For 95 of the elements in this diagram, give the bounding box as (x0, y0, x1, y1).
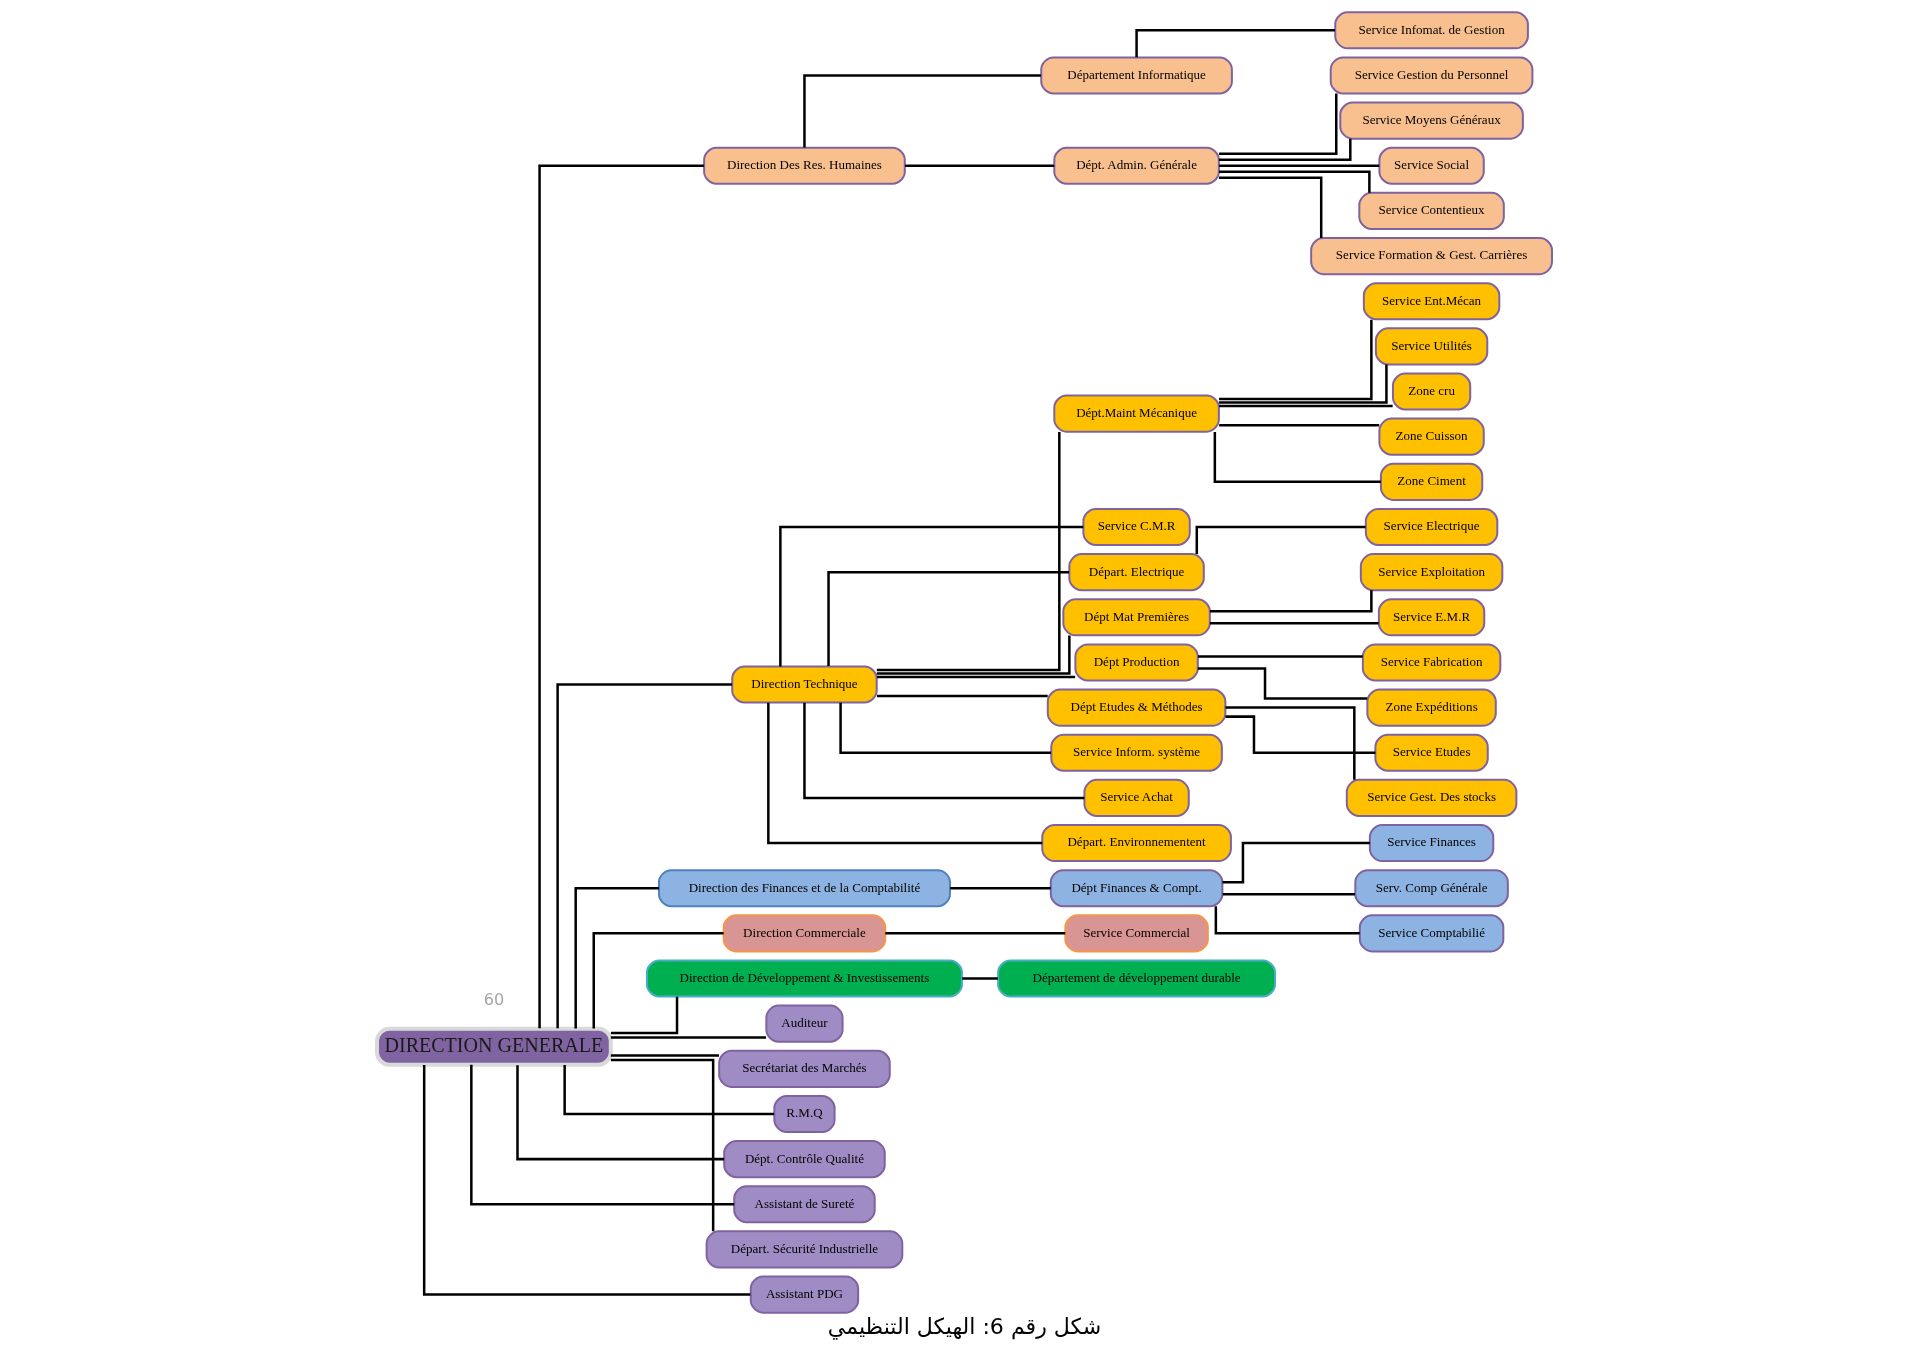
node-box: Zone Cuisson (1377, 417, 1485, 456)
node-box: Service Infomat. de Gestion (1333, 11, 1529, 50)
node-box: Dépt Etudes & Méthodes (1046, 688, 1226, 727)
node-box: Assistant de Sureté (732, 1185, 876, 1224)
node-box: Département Informatique (1039, 56, 1233, 95)
node-box: Service Comptabilié (1358, 914, 1504, 953)
connector (876, 675, 1075, 679)
connector (1218, 319, 1373, 401)
connector (1197, 667, 1367, 700)
connector (515, 1065, 724, 1161)
node-box: Direction Des Res. Humaines (702, 146, 906, 185)
node-box: Service Utilités (1374, 327, 1488, 366)
connector (904, 164, 1054, 168)
connector (1221, 841, 1370, 884)
connector (876, 635, 1071, 675)
connector (876, 694, 1048, 698)
caption: شكل رقم 6: الهيكل التنظيمي (827, 1314, 1101, 1340)
connector (884, 932, 1065, 935)
connector (1218, 176, 1322, 238)
connector (802, 702, 1084, 800)
node-box: Service Finances (1368, 824, 1494, 863)
node-box: Assistant PDG (749, 1275, 859, 1314)
node-box: Service Fabrication (1361, 643, 1501, 682)
connector (469, 1064, 734, 1206)
node-box: Service Inform. système (1049, 733, 1223, 772)
node-box: Dépt Finances & Compt. (1049, 869, 1223, 908)
connector (1209, 622, 1379, 625)
connector (766, 702, 1042, 845)
connector (1197, 655, 1363, 658)
connector (610, 996, 678, 1035)
connector (949, 886, 1051, 890)
node-box: Service Etudes (1373, 733, 1489, 772)
connector (592, 932, 724, 1029)
node-box: Service Moyens Généraux (1338, 101, 1524, 140)
node-box: Secrétariat des Marchés (717, 1049, 891, 1088)
connector (876, 432, 1061, 672)
node-box: Service Gestion du Personnel (1329, 56, 1533, 95)
node-box: Service Achat (1082, 778, 1190, 817)
node-box: Dépt Production (1073, 643, 1199, 682)
node-box: Service Gest. Des stocks (1345, 778, 1517, 817)
node-box: DIRECTION GENERALE (374, 1026, 613, 1067)
node-box: Service Formation & Gest. Carrières (1309, 237, 1553, 276)
node-box: Départ. Electrique (1067, 553, 1205, 592)
node-box: Service Ent.Mécan (1362, 282, 1500, 321)
label: 60 (483, 990, 504, 1010)
node-box: Service Electrique (1364, 507, 1498, 547)
connector (1218, 164, 1379, 168)
node-box: Direction Commerciale (722, 914, 886, 953)
node-box: Dépt Mat Premières (1061, 598, 1211, 637)
connector (537, 164, 704, 1029)
node-box: Département de développement durable (996, 959, 1276, 998)
node-box: Direction Technique (730, 665, 878, 704)
connector (1218, 423, 1379, 427)
connector (422, 1064, 750, 1296)
connector (1214, 906, 1360, 935)
node-box: Départ. Environnementent (1040, 824, 1232, 863)
node-box: Zone cru (1391, 372, 1471, 411)
connector (1218, 138, 1352, 161)
connector (1218, 93, 1337, 155)
node-box: R.M.Q (772, 1094, 836, 1134)
connector (610, 1058, 714, 1232)
connector (573, 886, 659, 1029)
connector (1222, 892, 1355, 896)
connector (1224, 706, 1356, 780)
connector (961, 977, 998, 980)
node-box: Dépt. Admin. Générale (1052, 146, 1220, 185)
node-box: Zone Ciment (1379, 462, 1483, 501)
node-box: Direction de Développement & Investissements (645, 959, 963, 998)
connector (1218, 170, 1371, 193)
connector (1218, 404, 1393, 408)
node-box: Départ. Sécurité Industrielle (705, 1230, 903, 1269)
connector (1218, 364, 1388, 404)
connector (610, 1054, 719, 1057)
connector (1209, 590, 1373, 613)
connector (778, 525, 1083, 667)
connector (1213, 431, 1381, 484)
node-box: Service E.M.R (1377, 598, 1485, 637)
connector (802, 74, 1041, 148)
node-box: Service Commercial (1063, 914, 1209, 953)
node-box: Service Contentieux (1357, 191, 1505, 230)
node-box: Serv. Comp Générale (1353, 869, 1509, 908)
node-box: Service Exploitation (1359, 553, 1503, 592)
node-box: Service Social (1377, 146, 1485, 185)
node-box: Auditeur (764, 1004, 844, 1043)
node-box: Zone Expéditions (1365, 688, 1497, 727)
connector (610, 1036, 766, 1039)
connector (562, 1065, 774, 1116)
node-box: Dépt. Contrôle Qualité (722, 1140, 886, 1179)
connector (1225, 715, 1375, 754)
node-box: Direction des Finances et de la Comptabilité (657, 869, 951, 908)
node-box: Dépt.Maint Mécanique (1052, 394, 1220, 433)
connector (838, 702, 1051, 754)
connector (826, 570, 1069, 666)
node-box: Service C.M.R (1081, 507, 1191, 547)
connector (555, 683, 732, 1029)
